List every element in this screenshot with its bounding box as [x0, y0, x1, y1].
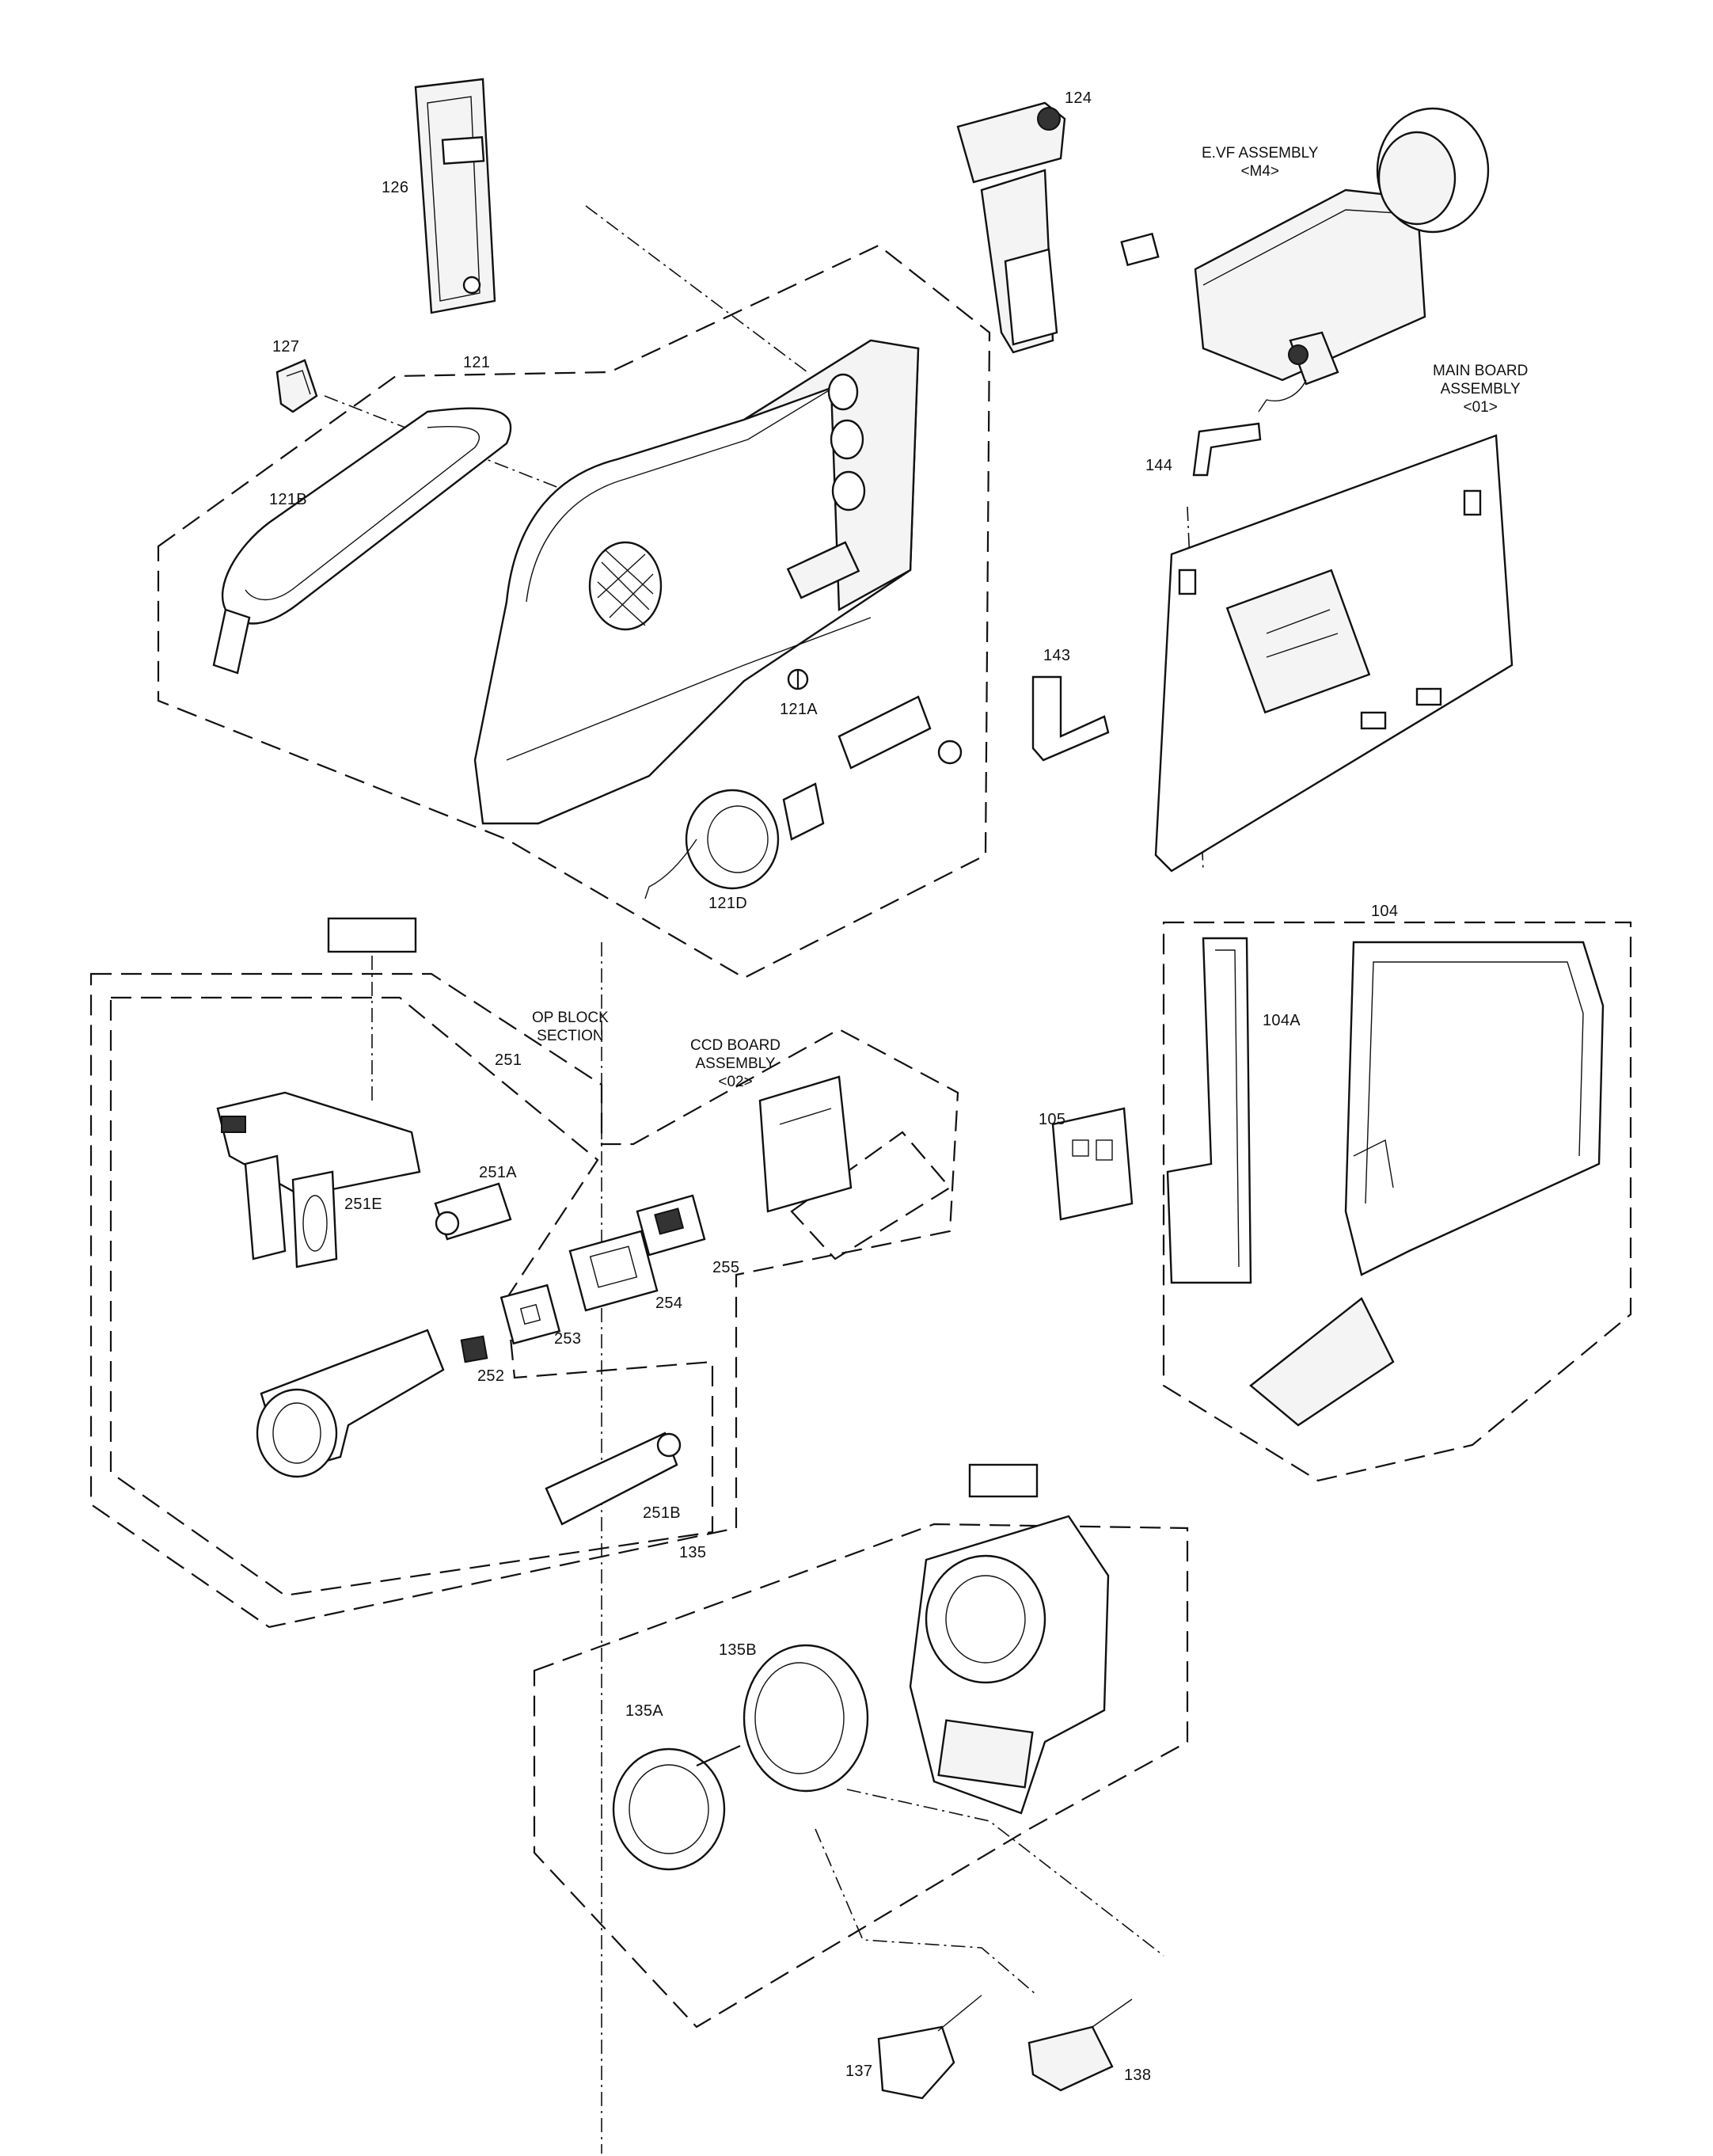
op-block-section-title: OP BLOCK SECTION — [532, 1010, 609, 1046]
part-138-drawing — [1027, 1998, 1133, 2092]
part-126-drawing — [414, 78, 496, 314]
evf-assembly-line2: <M4> — [1240, 162, 1280, 180]
label-137: 137 — [845, 2063, 873, 2080]
leader-line — [324, 395, 729, 555]
op-block-line1: OP BLOCK — [532, 1010, 609, 1026]
group-outline-121 — [157, 244, 991, 979]
part-121D-drawing — [644, 789, 780, 899]
part-135B-drawing — [743, 1644, 869, 1793]
part-104A-drawing — [1166, 937, 1252, 1284]
part-144-drawing — [1192, 422, 1262, 477]
part-lens-barrel-drawing — [256, 1388, 338, 1478]
evf-assembly-drawing — [1194, 107, 1490, 413]
main-board-line1: MAIN BOARD — [1433, 363, 1529, 379]
group-outline-104 — [1162, 921, 1632, 1482]
label-135B: 135B — [719, 1641, 757, 1659]
label-251B: 251B — [643, 1504, 681, 1522]
label-135A: 135A — [625, 1702, 663, 1720]
label-plate-drawing — [968, 1463, 1039, 1498]
part-121A-drawing — [787, 668, 809, 690]
label-124: 124 — [1065, 89, 1092, 107]
leader-line — [846, 1789, 1164, 1956]
label-121D: 121D — [708, 895, 748, 912]
part-251A-drawing — [434, 1182, 512, 1241]
label-121: 121 — [463, 354, 491, 371]
part-speaker-grille — [588, 541, 663, 631]
part-135A-drawing — [612, 1744, 741, 1871]
ccd-board-assembly-title: CCD BOARD ASSEMBLY <02> — [690, 1037, 781, 1091]
ccd-board-line1: CCD BOARD — [690, 1037, 781, 1054]
part-143-drawing — [1031, 675, 1110, 762]
part-251B-drawing — [545, 1432, 682, 1526]
part-124-drawing — [956, 101, 1160, 354]
evf-assembly-line1: E.VF ASSEMBLY — [1202, 145, 1319, 162]
part-121B-drawing — [212, 407, 512, 675]
part-121-drawing — [473, 339, 920, 825]
label-144: 144 — [1145, 457, 1173, 474]
label-138: 138 — [1124, 2067, 1152, 2084]
label-251A: 251A — [479, 1164, 517, 1181]
label-104: 104 — [1371, 903, 1399, 920]
main-board-drawing — [1154, 434, 1514, 873]
part-bracket-drawing — [782, 695, 963, 841]
label-252: 252 — [477, 1367, 505, 1385]
label-127: 127 — [272, 338, 300, 356]
ccd-board-drawing — [758, 1075, 853, 1213]
label-253: 253 — [554, 1330, 582, 1348]
part-105-drawing — [1051, 1107, 1134, 1221]
label-251: 251 — [495, 1051, 522, 1069]
label-135: 135 — [679, 1544, 707, 1561]
leader-line — [585, 205, 808, 373]
evf-assembly-title: E.VF ASSEMBLY <M4> — [1202, 145, 1318, 181]
label-121A: 121A — [780, 701, 818, 718]
label-255: 255 — [712, 1259, 740, 1276]
op-block-line2: SECTION — [537, 1027, 604, 1044]
leader-line — [815, 1828, 1038, 1996]
part-255-drawing — [636, 1194, 706, 1257]
part-251E-drawing — [291, 1170, 338, 1268]
part-135-drawing — [909, 1515, 1110, 1815]
label-121B: 121B — [269, 491, 307, 508]
label-254: 254 — [655, 1295, 683, 1312]
label-104A: 104A — [1263, 1012, 1301, 1029]
ccd-board-line3: <02> — [718, 1073, 753, 1090]
part-252-drawing — [460, 1335, 488, 1363]
part-137-drawing — [877, 1994, 982, 2100]
main-board-assembly-title: MAIN BOARD ASSEMBLY <01> — [1433, 363, 1528, 416]
label-105: 105 — [1039, 1111, 1066, 1128]
part-254-drawing — [568, 1230, 659, 1312]
main-board-line2: ASSEMBLY — [1440, 380, 1521, 397]
part-104-drawing — [1249, 941, 1605, 1427]
label-plate-drawing — [327, 917, 417, 953]
label-126: 126 — [382, 179, 409, 196]
label-251E: 251E — [344, 1196, 382, 1213]
ccd-board-line2: ASSEMBLY — [695, 1055, 776, 1072]
part-253-drawing — [499, 1283, 561, 1345]
part-127-drawing — [275, 359, 318, 413]
group-outline-op-block-inner — [109, 996, 714, 1597]
main-board-line3: <01> — [1463, 398, 1498, 416]
label-143: 143 — [1043, 647, 1071, 664]
group-outline-ccd-board — [790, 1131, 951, 1261]
group-outline-135 — [533, 1523, 1189, 2029]
